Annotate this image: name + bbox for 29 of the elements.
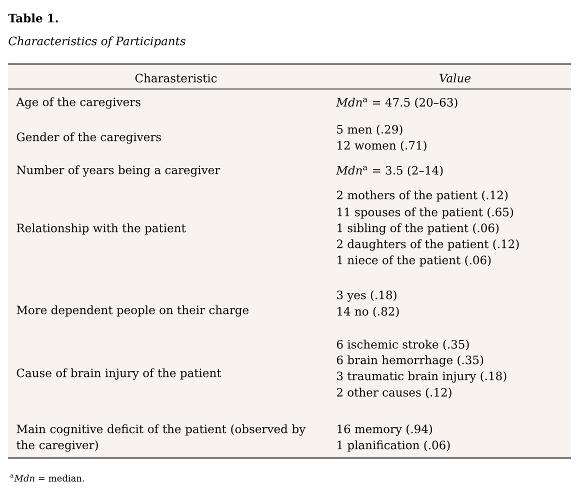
- table-cell: 1 sibling of the patient (.06): [338, 223, 499, 235]
- table-cell: 3 traumatic brain injury (.18): [337, 371, 506, 383]
- table-cell: 2 other causes (.12): [337, 388, 452, 398]
- row-label: Main cognitive deficit of the patient (observed by the caregiver): [16, 424, 306, 452]
- footnote: $^{a}$Mdn = median.: [10, 474, 84, 482]
- table-cell: 1 niece of the patient (.06): [338, 255, 491, 267]
- row-label: Cause of brain injury of the patient: [16, 368, 222, 380]
- table-cell: 14 no (.82): [338, 306, 399, 318]
- table-cell: 12 women (.71): [338, 140, 426, 152]
- table-cell: Mdn$^{a}$ = 47.5 (20–63): [336, 98, 458, 108]
- column-header: Value: [440, 74, 470, 82]
- table-caption: Characteristics of Participants: [8, 36, 186, 48]
- table-title: Table 1.: [8, 14, 58, 22]
- table-cell: Mdn$^{a}$ = 3.5 (2–14): [336, 166, 443, 176]
- column-header: Charasteristic: [135, 74, 217, 82]
- table-cell: 11 spouses of the patient (.65): [338, 207, 514, 219]
- table-cell: 3 yes (.18): [337, 290, 396, 302]
- row-label: Gender of the caregivers: [16, 132, 161, 144]
- table-cell: 16 memory (.94): [338, 424, 432, 436]
- row-label: Relationship with the patient: [16, 223, 186, 235]
- table-cell: 1 planification (.06): [338, 440, 450, 452]
- row-label: Number of years being a caregiver: [16, 165, 220, 177]
- row-label: Age of the caregivers: [16, 97, 140, 109]
- table-cell: 2 mothers of the patient (.12): [337, 190, 508, 202]
- table-cell: 6 ischemic stroke (.35): [336, 340, 469, 350]
- table-cell: 6 brain hemorrhage (.35): [336, 355, 484, 367]
- table-cell: 2 daughters of the patient (.12): [337, 239, 519, 251]
- row-label: More dependent people on their charge: [16, 305, 248, 317]
- table-cell: 5 men (.29): [337, 124, 402, 136]
